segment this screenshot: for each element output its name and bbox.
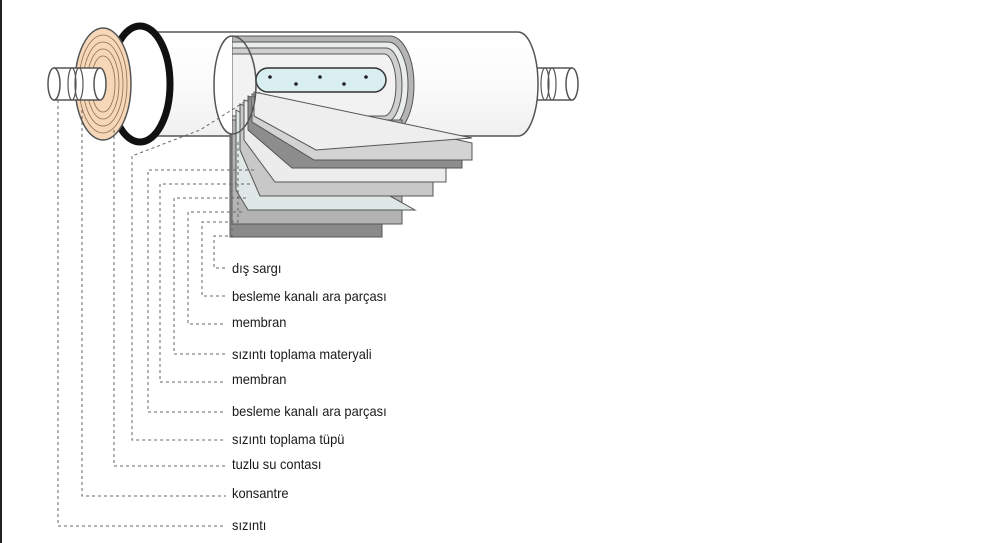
- cut-section-rim: [231, 35, 257, 135]
- permeate-tube: [255, 67, 387, 93]
- label-concentrate: konsantre: [232, 485, 289, 501]
- label-outer-wrap: dış sargı: [232, 260, 282, 276]
- label-permeate: sızıntı: [232, 517, 267, 533]
- label-membrane-1: membran: [232, 314, 287, 330]
- label-membrane-2: membran: [232, 371, 287, 387]
- unrolled-sheets: [229, 91, 473, 238]
- label-permeate-collection-tube: sızıntı toplama tüpü: [232, 431, 345, 447]
- frame-left-border: [0, 0, 2, 543]
- label-feed-spacer-1: besleme kanalı ara parçası: [232, 288, 387, 304]
- leader-lines: [57, 91, 261, 527]
- label-brine-seal: tuzlu su contası: [232, 456, 322, 472]
- label-feed-spacer-2: besleme kanalı ara parçası: [232, 403, 387, 419]
- label-permeate-collection-material: sızıntı toplama materyali: [232, 346, 372, 362]
- left-pipe-inlet: [47, 67, 107, 101]
